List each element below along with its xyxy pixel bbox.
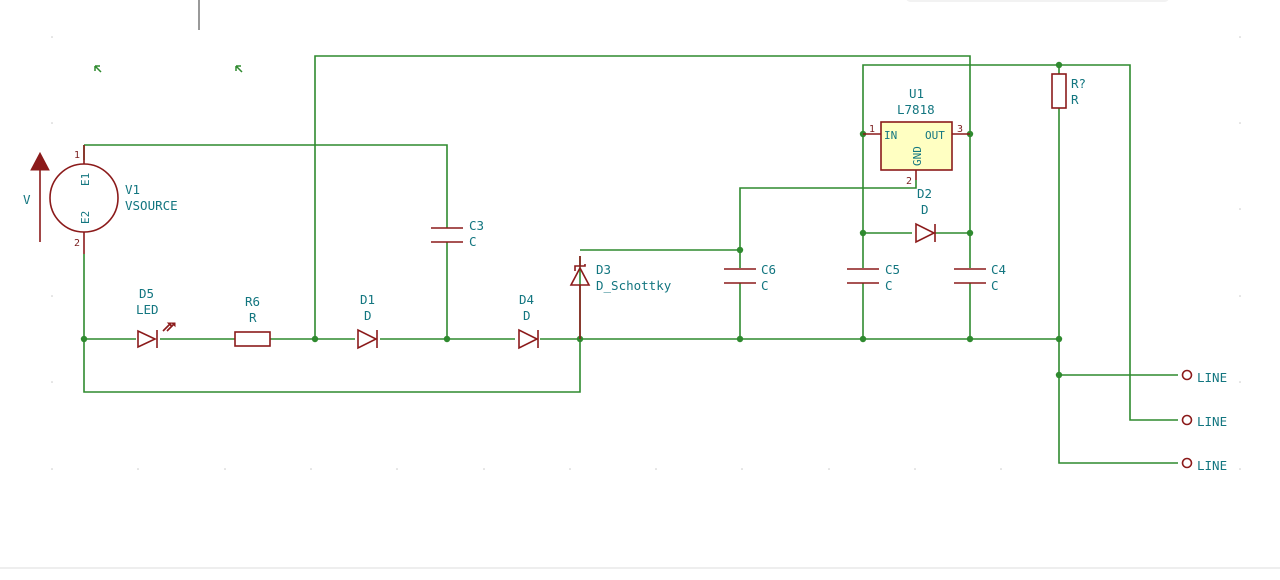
pin-name-e2: E2 bbox=[79, 211, 92, 224]
pin-number: 1 bbox=[74, 150, 80, 161]
resistor-r-unannotated[interactable]: R? R bbox=[1051, 73, 1086, 109]
c6-ref: C6 bbox=[761, 262, 776, 277]
led-d5[interactable]: D5 LED bbox=[136, 286, 176, 349]
capacitor-c6[interactable]: C6 C bbox=[724, 262, 776, 293]
d2-ref: D2 bbox=[917, 186, 932, 201]
terminal-label: LINE bbox=[1197, 414, 1227, 429]
pin-number: 1 bbox=[869, 124, 875, 135]
terminal-label: LINE bbox=[1197, 370, 1227, 385]
d1-ref: D1 bbox=[360, 292, 375, 307]
overlay-panel bbox=[906, 0, 1169, 2]
small-marker-icon bbox=[94, 65, 243, 73]
c5-ref: C5 bbox=[885, 262, 900, 277]
grid-dots bbox=[51, 36, 1241, 470]
capacitor-c5[interactable]: C5 C bbox=[847, 262, 900, 293]
v1-ref: V1 bbox=[125, 182, 140, 197]
r6-value: R bbox=[249, 310, 257, 325]
schottky-diode-d3[interactable]: D3 D_Schottky bbox=[569, 256, 672, 339]
c3-value: C bbox=[469, 234, 477, 249]
d4-ref: D4 bbox=[519, 292, 534, 307]
d2-value: D bbox=[921, 202, 929, 217]
v1-arrow-label: V bbox=[23, 192, 31, 207]
regulator-u1[interactable]: 1 3 2 IN OUT GND U1 L7818 bbox=[863, 86, 970, 187]
pin-number: 3 bbox=[957, 124, 963, 135]
c6-value: C bbox=[761, 278, 769, 293]
pin-name-in: IN bbox=[884, 129, 897, 142]
c3-ref: C3 bbox=[469, 218, 484, 233]
d3-ref: D3 bbox=[596, 262, 611, 277]
terminal-line-2[interactable]: LINE bbox=[1181, 414, 1228, 429]
u1-ref: U1 bbox=[909, 86, 924, 101]
wires bbox=[83, 55, 1178, 464]
pin-number: 2 bbox=[74, 238, 80, 249]
r6-ref: R6 bbox=[245, 294, 260, 309]
capacitor-c3[interactable]: C3 C bbox=[431, 218, 484, 249]
c5-value: C bbox=[885, 278, 893, 293]
pin-name-out: OUT bbox=[925, 129, 945, 142]
terminal-line-1[interactable]: LINE bbox=[1181, 369, 1228, 385]
d4-value: D bbox=[523, 308, 531, 323]
arrow-up-icon bbox=[30, 151, 50, 171]
diode-d4[interactable]: D4 D bbox=[518, 292, 539, 350]
d1-value: D bbox=[364, 308, 372, 323]
terminal-line-3[interactable]: LINE bbox=[1181, 457, 1228, 473]
v1-value: VSOURCE bbox=[125, 198, 178, 213]
d5-ref: D5 bbox=[139, 286, 154, 301]
resistor-r6[interactable]: R6 R bbox=[234, 294, 271, 347]
pin-name-gnd: GND bbox=[911, 146, 924, 166]
c4-value: C bbox=[991, 278, 999, 293]
d5-value: LED bbox=[136, 302, 159, 317]
voltage-source-v1[interactable]: 1 2 E1 E2 V V1 VSOURCE bbox=[23, 145, 178, 254]
u1-value: L7818 bbox=[897, 102, 935, 117]
rq-ref: R? bbox=[1071, 76, 1086, 91]
d3-value: D_Schottky bbox=[596, 278, 672, 293]
rq-value: R bbox=[1071, 92, 1079, 107]
c4-ref: C4 bbox=[991, 262, 1006, 277]
capacitor-c4[interactable]: C4 C bbox=[954, 262, 1006, 293]
terminal-label: LINE bbox=[1197, 458, 1227, 473]
diode-d2[interactable]: D2 D bbox=[915, 186, 936, 244]
pin-number: 2 bbox=[906, 176, 912, 187]
pin-name-e1: E1 bbox=[79, 173, 92, 186]
diode-d1[interactable]: D1 D bbox=[357, 292, 378, 350]
